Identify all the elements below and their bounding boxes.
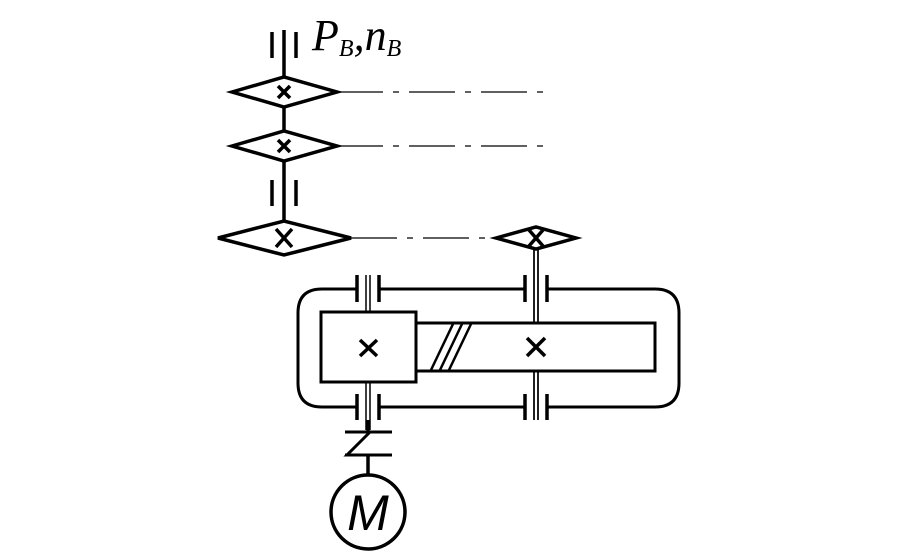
gear-1 (225, 75, 548, 109)
speed-subscript: B (387, 36, 402, 62)
gear-2 (225, 129, 548, 163)
speed-symbol: n (365, 11, 387, 60)
svg-text:PB,nB: PB,nB (311, 11, 402, 62)
electric-motor: M (329, 473, 407, 551)
output-shaft-bearing (270, 30, 298, 78)
power-subscript: B (339, 36, 354, 62)
output-power-speed-label: PB,nB (311, 11, 402, 62)
motor-label: M (347, 485, 389, 541)
power-symbol: P (311, 11, 339, 60)
gear-3 (217, 219, 496, 257)
separator: , (354, 11, 365, 60)
worm-wheel (414, 321, 657, 373)
intermediate-bearing (270, 161, 298, 221)
worm (319, 310, 418, 384)
gear-4 (489, 225, 583, 251)
coupling (343, 420, 392, 475)
worm-wheel-shaft-visible (533, 249, 539, 420)
gearbox-housing (296, 275, 681, 420)
